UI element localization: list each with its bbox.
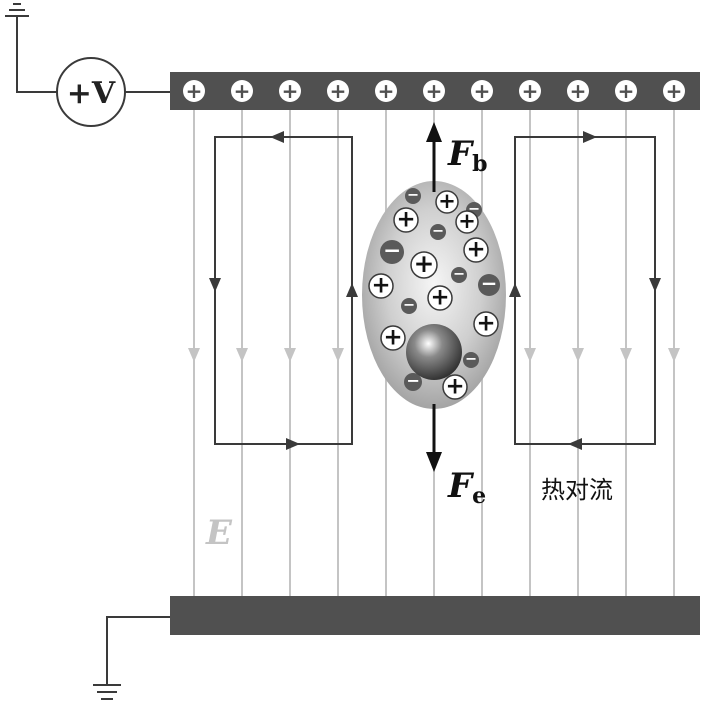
- bottom-ground-icon: [93, 684, 121, 700]
- svg-text:+: +: [282, 79, 299, 103]
- bubble-negative-charge: −: [405, 188, 421, 204]
- svg-text:+: +: [430, 285, 449, 311]
- bottom-ground-wiring: [106, 616, 170, 685]
- electric-force-label: Fe: [447, 466, 486, 509]
- bubble-charges: −+−+−+−++−−++−++−−+: [368, 188, 500, 400]
- electric-force-arrow: [426, 404, 442, 472]
- bubble-positive-charge: +: [410, 249, 438, 279]
- plate-positive-charge: +: [279, 79, 301, 103]
- plate-positive-charge: +: [231, 79, 253, 103]
- convection-arrows: [209, 131, 661, 450]
- svg-text:−: −: [453, 267, 465, 283]
- svg-text:+: +: [476, 311, 495, 337]
- svg-text:+: +: [458, 209, 476, 233]
- svg-text:+: +: [466, 237, 485, 263]
- bubble-positive-charge: +: [393, 207, 419, 233]
- voltage-source-label: +V: [67, 76, 116, 111]
- field-line: [332, 110, 344, 596]
- convection-loop-right: [514, 136, 656, 445]
- bottom-electrode-plate: [170, 596, 700, 635]
- field-line: [188, 110, 200, 596]
- bubble-negative-charge: −: [380, 238, 404, 264]
- field-line: [236, 110, 248, 596]
- bubble-negative-charge: −: [430, 224, 446, 240]
- convection-loop-left: [214, 136, 353, 445]
- svg-text:−: −: [383, 238, 401, 263]
- buoyancy-force-label: Fb: [447, 134, 488, 177]
- bubble-negative-charge: −: [478, 272, 500, 296]
- bubble-positive-charge: +: [473, 311, 499, 337]
- top-ground-wiring: [16, 16, 170, 93]
- voltage-source-circle: [56, 57, 126, 127]
- buoyancy-force-arrow: [426, 122, 442, 192]
- bubble-positive-charge: +: [463, 237, 489, 263]
- plate-positive-charge: +: [327, 79, 349, 103]
- svg-text:−: −: [465, 352, 477, 368]
- field-line: [524, 110, 536, 596]
- electric-field-label: E: [205, 513, 233, 553]
- plate-positive-charge: +: [471, 79, 493, 103]
- svg-text:+: +: [570, 79, 587, 103]
- field-line: [572, 110, 584, 596]
- convection-label: 热对流: [541, 476, 613, 504]
- svg-text:−: −: [403, 298, 415, 314]
- svg-text:+: +: [186, 79, 203, 103]
- svg-text:+: +: [414, 249, 435, 278]
- field-line: [620, 110, 632, 596]
- svg-text:+: +: [378, 79, 395, 103]
- svg-text:+: +: [438, 189, 456, 213]
- bubble-positive-charge: +: [368, 273, 394, 299]
- plate-positive-charge: +: [375, 79, 397, 103]
- plate-positive-charge: +: [567, 79, 589, 103]
- bubble-negative-charge: −: [463, 352, 479, 368]
- field-line: [668, 110, 680, 596]
- plate-positive-charge: +: [615, 79, 637, 103]
- bubble-positive-charge: +: [427, 285, 453, 311]
- svg-text:+: +: [522, 79, 539, 103]
- plate-positive-charge: +: [519, 79, 541, 103]
- bubble-positive-charge: +: [442, 374, 468, 400]
- svg-text:+: +: [234, 79, 251, 103]
- svg-text:+: +: [330, 79, 347, 103]
- top-plate-charges: + + + + + + + + + + +: [183, 79, 685, 103]
- bubble-core-particle: [406, 324, 462, 380]
- top-ground-icon: [5, 3, 29, 17]
- svg-text:+: +: [426, 79, 443, 103]
- field-line: [284, 110, 296, 596]
- bubble-positive-charge: +: [380, 325, 406, 351]
- svg-text:+: +: [666, 79, 683, 103]
- svg-text:+: +: [383, 325, 402, 351]
- electric-field-lines: [188, 110, 680, 596]
- svg-text:+: +: [371, 273, 390, 299]
- svg-text:−: −: [481, 272, 498, 295]
- plate-positive-charge: +: [423, 79, 445, 103]
- plate-positive-charge: +: [183, 79, 205, 103]
- svg-text:+: +: [618, 79, 635, 103]
- svg-text:+: +: [445, 374, 464, 400]
- svg-text:−: −: [432, 224, 444, 240]
- bubble-negative-charge: −: [404, 371, 422, 391]
- svg-text:−: −: [407, 188, 419, 204]
- svg-text:+: +: [474, 79, 491, 103]
- svg-text:+: +: [396, 207, 415, 233]
- bubble-positive-charge: +: [435, 189, 459, 214]
- bubble-positive-charge: +: [455, 209, 479, 234]
- bubble-negative-charge: −: [451, 267, 467, 283]
- plate-positive-charge: +: [663, 79, 685, 103]
- bubble-negative-charge: −: [401, 298, 417, 314]
- svg-text:−: −: [406, 371, 420, 390]
